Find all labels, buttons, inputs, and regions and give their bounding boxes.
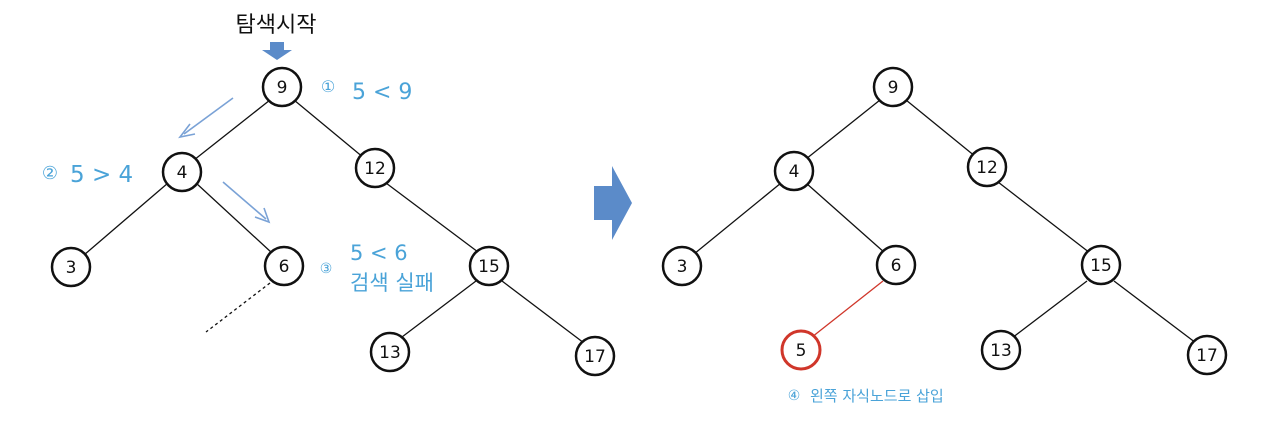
svg-text:15: 15	[1090, 256, 1112, 276]
svg-text:12: 12	[364, 159, 386, 179]
edge-6-5-new	[811, 280, 884, 338]
svg-text:9: 9	[277, 78, 288, 98]
edge-15-13	[397, 280, 477, 341]
step-2-annotation: ② 5 > 4	[42, 162, 133, 188]
svg-text:4: 4	[789, 162, 800, 182]
edge-4-6	[195, 182, 273, 254]
edge-4-6	[805, 182, 886, 254]
guide-arrow-to-6	[222, 181, 267, 220]
svg-text:6: 6	[891, 256, 902, 276]
svg-text:5: 5	[796, 341, 807, 361]
tree-node: 13	[980, 329, 1022, 371]
tree-node: 9	[261, 66, 303, 108]
search-start-title: 탐색시작	[236, 13, 317, 38]
edge-12-15	[385, 182, 479, 253]
step-marker: ②	[42, 163, 58, 184]
edge-15-17	[1113, 280, 1197, 344]
svg-text:13: 13	[379, 343, 401, 363]
edge-12-15	[997, 181, 1091, 254]
svg-text:9: 9	[888, 78, 899, 98]
edge-9-4	[805, 99, 881, 160]
tree-node: 4	[773, 150, 815, 192]
tree-node: 12	[966, 146, 1008, 188]
svg-text:3: 3	[677, 257, 688, 277]
svg-text:4: 4	[177, 163, 188, 183]
arrowhead-icon	[254, 207, 271, 224]
tree-node: 12	[354, 147, 396, 189]
step-marker: ③	[320, 261, 333, 277]
tree-node: 15	[468, 245, 510, 287]
transition-arrow-icon	[594, 166, 632, 240]
edge-4-3	[693, 182, 782, 255]
edge-9-4	[193, 99, 271, 161]
tree-node: 6	[875, 244, 917, 286]
tree-node: 17	[574, 335, 616, 377]
step-subtext: 검색 실패	[350, 271, 434, 295]
step-1-annotation: ① 5 < 9	[321, 77, 413, 105]
step-text: 왼쪽 자식노드로 삽입	[810, 387, 944, 405]
arrowhead-icon	[178, 123, 196, 139]
guide-arrow-to-4	[183, 97, 234, 135]
svg-text:13: 13	[990, 341, 1012, 361]
guide-arrows	[178, 97, 271, 224]
step-4-annotation: ④ 왼쪽 자식노드로 삽입	[788, 387, 944, 405]
tree-node: 9	[872, 66, 914, 108]
step-text: 5 < 6	[350, 241, 408, 265]
edge-15-13	[1011, 280, 1088, 339]
edge-6-missing-left	[205, 282, 271, 333]
step-3-annotation: ③ 5 < 6 검색 실패	[320, 241, 434, 295]
edge-4-3	[83, 182, 169, 256]
right-tree-edges	[693, 99, 1197, 344]
tree-node: 3	[661, 245, 703, 287]
left-tree-nodes: 9 4 12 3 6 15 13 17	[50, 66, 616, 377]
tree-node: 3	[50, 246, 92, 288]
tree-node: 15	[1080, 244, 1122, 286]
inserted-node: 5	[780, 329, 822, 371]
svg-text:17: 17	[584, 347, 606, 367]
svg-text:15: 15	[478, 257, 500, 277]
step-text: 5 > 4	[70, 162, 133, 188]
edge-9-12	[905, 99, 977, 158]
tree-node: 17	[1186, 334, 1228, 376]
start-down-arrow-icon	[262, 42, 292, 60]
step-marker: ①	[321, 77, 335, 96]
tree-node: 4	[161, 151, 203, 193]
step-marker: ④	[788, 388, 801, 404]
svg-text:17: 17	[1196, 346, 1218, 366]
svg-text:6: 6	[279, 257, 290, 277]
edge-15-17	[501, 280, 585, 344]
left-tree-edges	[83, 99, 585, 344]
tree-node: 6	[263, 245, 305, 287]
svg-text:3: 3	[66, 258, 77, 278]
step-text: 5 < 9	[352, 80, 412, 105]
svg-text:12: 12	[976, 158, 998, 178]
right-tree-nodes: 9 4 12 3 6 15 5 13	[661, 66, 1228, 376]
tree-node: 13	[369, 331, 411, 373]
edge-9-12	[293, 99, 365, 159]
